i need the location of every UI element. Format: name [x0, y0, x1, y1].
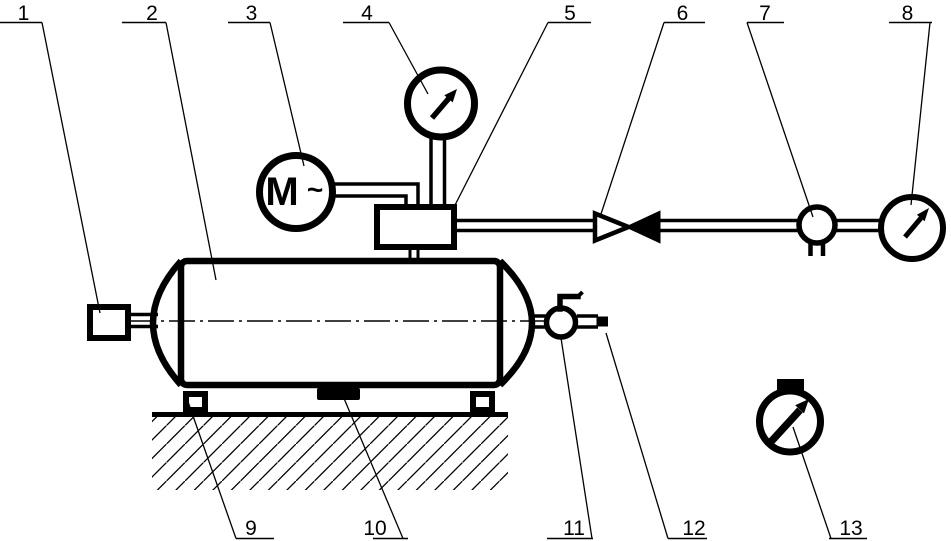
detached-gauge-cap [777, 379, 804, 391]
callout-number-6: 6 [677, 2, 689, 25]
ground [152, 412, 508, 490]
tap-handle-tip [576, 290, 584, 298]
gauge8-needle-arrowhead [916, 208, 929, 222]
callout-number-1: 1 [18, 2, 30, 25]
callout-number-4: 4 [361, 2, 373, 25]
drain-plug [317, 388, 360, 400]
tap-outlet-cap [596, 316, 608, 327]
tank-left-dome [149, 258, 184, 388]
gauge-needle [429, 95, 453, 120]
ground-hatching [152, 417, 508, 490]
intake-filter [87, 304, 158, 341]
leader-6 [600, 22, 665, 215]
callout-leaders [41, 22, 931, 539]
detached-gauge-arrowhead [795, 399, 809, 414]
leader-7 [746, 22, 814, 218]
leader-9 [185, 395, 237, 539]
motor-pipe-top [333, 182, 420, 206]
leader-3 [269, 22, 305, 167]
leader-11 [560, 337, 593, 539]
leader-13 [792, 426, 832, 539]
electric-motor: M ~ [256, 152, 420, 232]
callout-number-11: 11 [563, 517, 585, 540]
callout-numbers: 1 2 3 4 5 6 7 8 9 10 11 12 13 [18, 2, 914, 540]
tap-handle [557, 293, 581, 312]
callout-number-13: 13 [839, 517, 862, 540]
leader-8 [910, 22, 931, 206]
intake-box [87, 304, 131, 341]
compressor-head [374, 204, 457, 259]
callout-number-12: 12 [682, 517, 705, 540]
check-valve-open-triangle [592, 210, 635, 244]
leader-1 [41, 22, 101, 314]
receiver-tank [149, 257, 536, 413]
detached-gauge-needle [765, 407, 803, 448]
tap-body [543, 305, 579, 340]
tank-body [177, 257, 504, 389]
leader-2 [165, 22, 217, 281]
tank-foot-left [183, 391, 208, 413]
inline-valve [796, 204, 838, 256]
motor-circle [256, 152, 336, 232]
inline-valve-body [796, 204, 838, 246]
callout-number-9: 9 [245, 517, 257, 540]
motor-phase-symbol: ~ [307, 174, 323, 205]
callout-number-5: 5 [564, 2, 576, 25]
discharge-pipeline [455, 218, 882, 233]
callout-number-10: 10 [363, 517, 386, 540]
gauge-needle-arrowhead [444, 89, 457, 103]
detached-gauge [756, 379, 824, 456]
callout-number-7: 7 [759, 2, 771, 25]
check-valve [592, 210, 661, 244]
compressor-box [374, 204, 457, 250]
check-valve-filled-triangle [624, 210, 661, 244]
leader-4 [388, 22, 429, 95]
tank-right-dome [497, 258, 536, 388]
gauge8-needle [903, 216, 923, 239]
leader-5 [451, 22, 549, 212]
callout-underlines [0, 21, 932, 540]
motor-label: M [265, 170, 298, 214]
callout-number-2: 2 [146, 2, 158, 25]
outlet-tap [531, 290, 608, 340]
leader-12 [605, 332, 669, 539]
tank-foot-right [470, 391, 495, 413]
callout-number-8: 8 [902, 2, 914, 25]
motor-pipe-bottom [333, 194, 408, 206]
leader-10 [342, 395, 404, 539]
pressure-gauge-line-end [878, 194, 946, 262]
callout-number-3: 3 [246, 2, 258, 25]
